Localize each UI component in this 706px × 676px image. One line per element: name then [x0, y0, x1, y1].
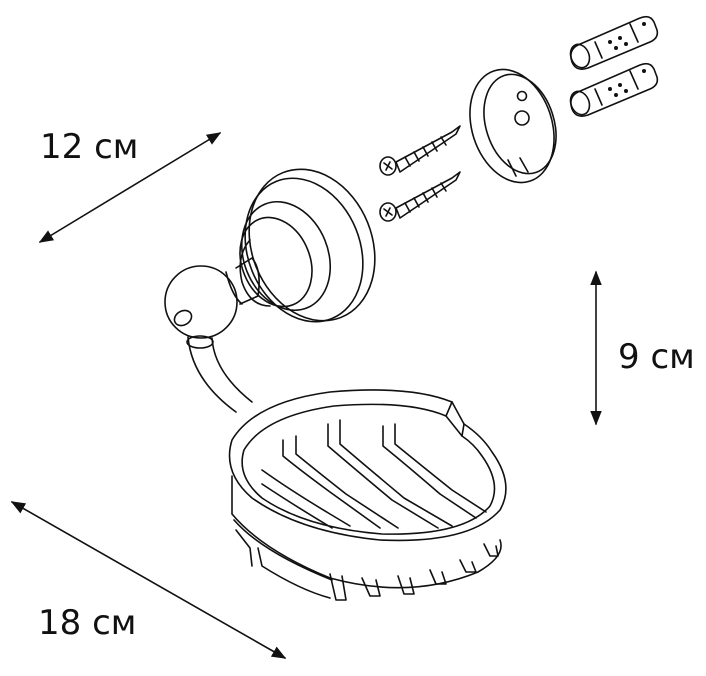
height-dimension-label: 9 см [618, 337, 695, 377]
ball-knob [165, 266, 237, 338]
mounting-plate [456, 58, 568, 193]
width-dimension-label: 12 см [40, 127, 139, 167]
depth-dimension-label: 18 см [38, 603, 137, 643]
holder-neck [226, 258, 259, 304]
screw-top [380, 126, 460, 175]
wall-plug-top [567, 17, 657, 71]
wall-plug-bottom [567, 64, 657, 118]
width-dimension-arrow [38, 133, 222, 242]
depth-dimension-arrow [10, 502, 287, 658]
soap-basket [230, 390, 506, 600]
support-arm [187, 336, 252, 412]
wall-flange [224, 150, 396, 340]
screw-bottom [380, 172, 460, 221]
